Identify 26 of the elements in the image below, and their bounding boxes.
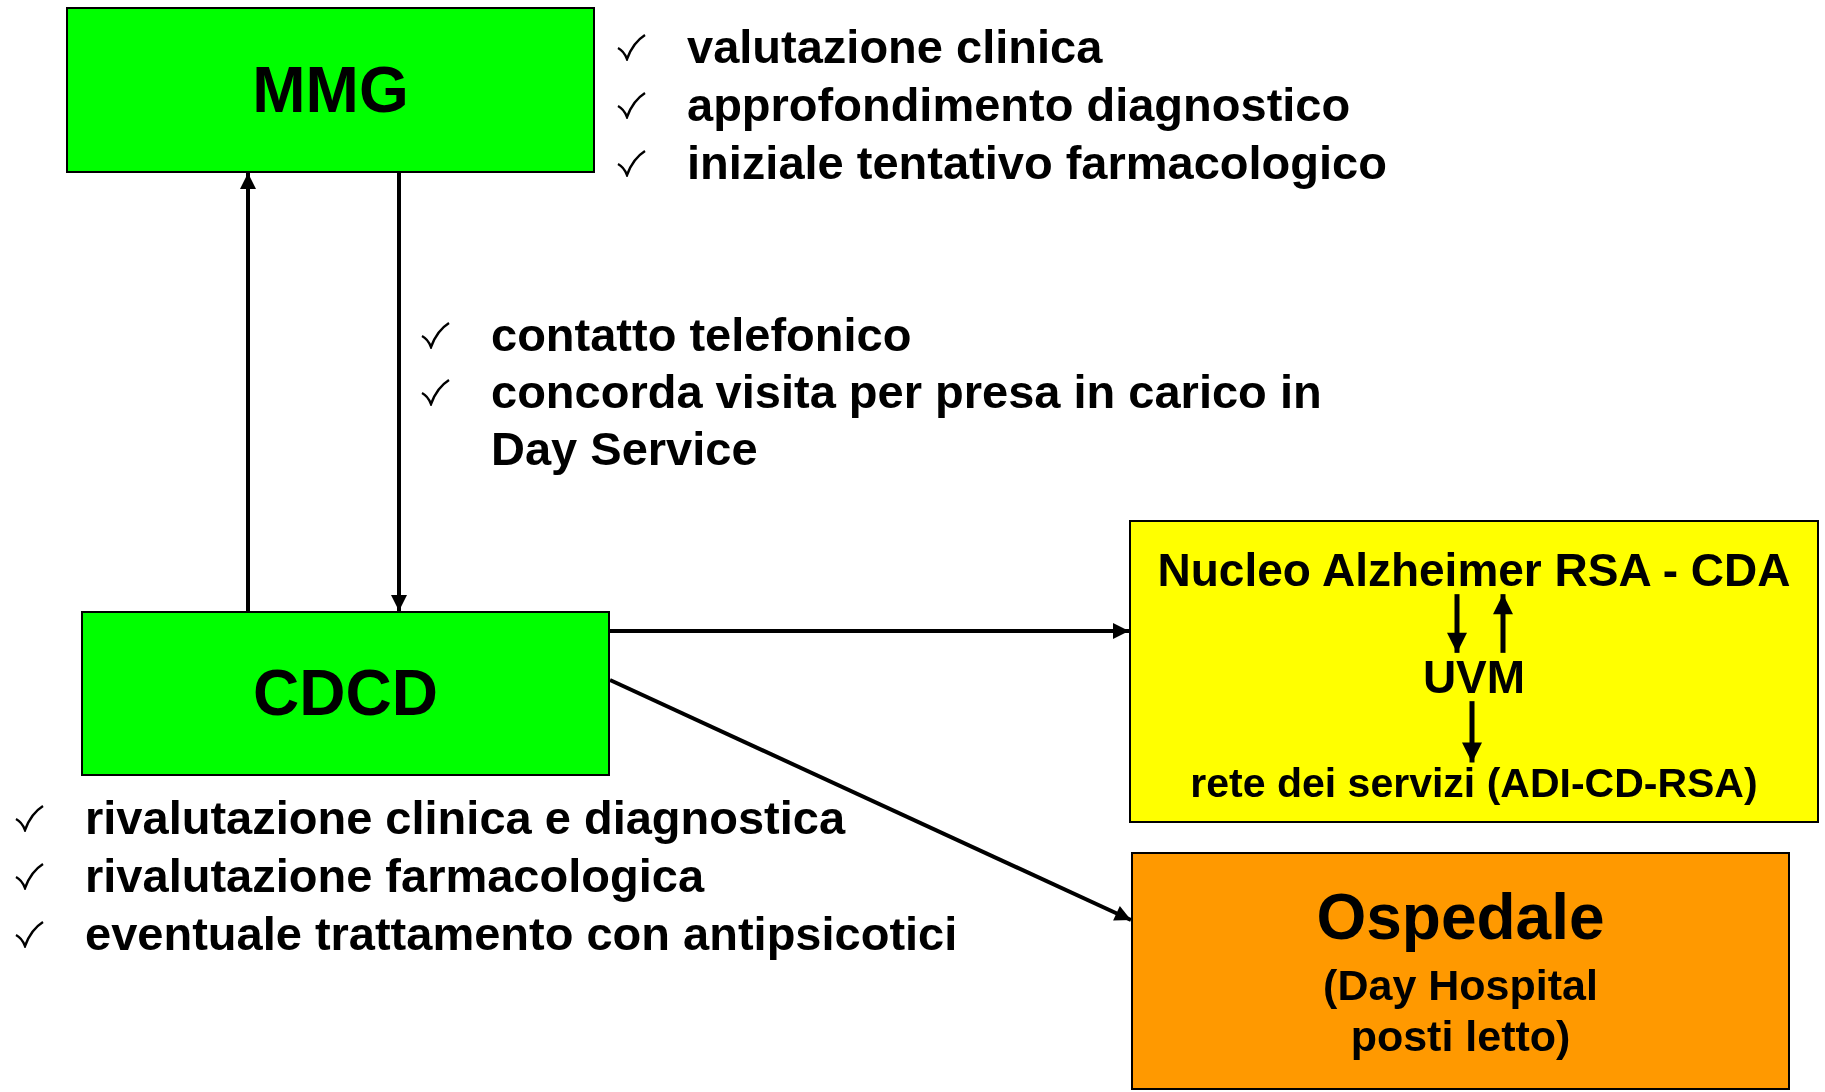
note-text: rivalutazione farmacologica xyxy=(85,848,705,904)
note-text: rivalutazione clinica e diagnostica xyxy=(85,790,846,846)
node-label: Nucleo Alzheimer RSA - CDA xyxy=(1157,544,1791,596)
process-box xyxy=(66,7,595,173)
node-label: rete dei servizi (ADI-CD-RSA) xyxy=(1190,761,1758,807)
box-title: CDCD xyxy=(253,656,438,732)
note-text: eventuale trattamento con antipsicotici xyxy=(85,906,958,962)
box-subtitle: (Day Hospital posti letto) xyxy=(1322,959,1599,1063)
process-box xyxy=(81,611,610,776)
arrow xyxy=(610,623,1129,639)
arrow xyxy=(391,173,407,611)
box-title: Ospedale xyxy=(1316,880,1605,955)
arrow xyxy=(1493,594,1513,653)
note-text: valutazione clinica xyxy=(687,19,1103,75)
arrow xyxy=(1462,701,1482,763)
note-text: concorda visita per presa in carico in Day Service xyxy=(491,364,1323,477)
note-text: approfondimento diagnostico xyxy=(687,77,1351,133)
arrow xyxy=(1447,594,1467,653)
box-title: MMG xyxy=(252,52,409,128)
arrow xyxy=(609,678,1132,922)
note-text: contatto telefonico xyxy=(491,307,913,363)
process-box xyxy=(1131,852,1790,1090)
arrow xyxy=(240,173,256,611)
note-text: iniziale tentativo farmacologico xyxy=(687,135,1387,191)
group-box xyxy=(1129,520,1819,823)
node-label: UVM xyxy=(1422,651,1526,703)
